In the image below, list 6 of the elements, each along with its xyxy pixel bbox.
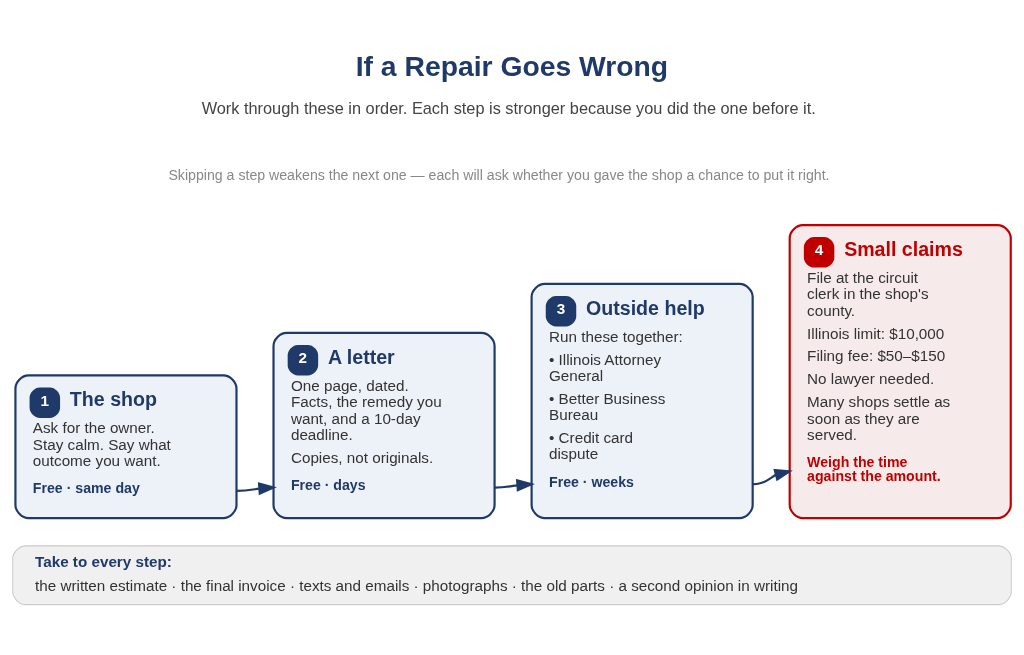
label: Work through these in order. Each step is stronger because you did the one before it. — [201, 99, 816, 118]
arrow — [494, 478, 535, 492]
arrow — [752, 468, 793, 486]
label: Skipping a step weakens the next one — each will ask whether you gave the shop a chance to put it right. — [168, 167, 830, 184]
arrow — [236, 482, 277, 496]
diagram-title: If a Repair Goes Wrong — [355, 50, 669, 83]
